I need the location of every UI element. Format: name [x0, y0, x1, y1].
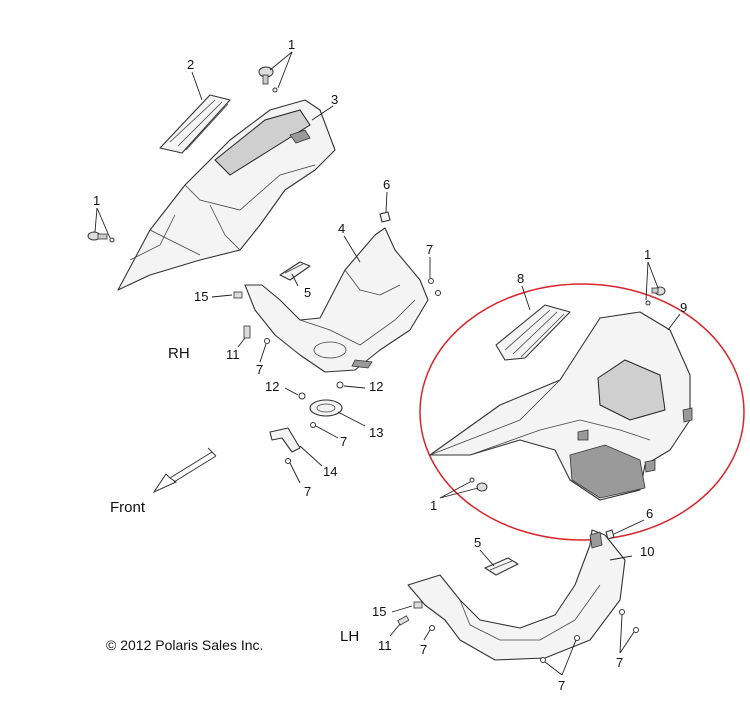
callout-7: 7: [304, 484, 311, 499]
grommet: [309, 399, 343, 417]
callout-3: 3: [331, 92, 338, 107]
push-rivet-bottom: [469, 477, 488, 492]
callout-7: 7: [558, 678, 565, 693]
push-rivet-left: [87, 231, 115, 243]
callout-7: 7: [420, 642, 427, 657]
screw: [429, 625, 435, 631]
callout-1: 1: [93, 193, 100, 208]
callout-2: 2: [187, 57, 194, 72]
callout-11: 11: [378, 638, 392, 653]
lower-side-panel-rh: [244, 227, 429, 373]
nut-lh: [605, 529, 615, 540]
side-label-rh: RH: [168, 345, 190, 362]
vent-grille-lh: [495, 304, 571, 361]
callout-7: 7: [256, 362, 263, 377]
callout-1: 1: [430, 498, 437, 513]
copyright-notice: © 2012 Polaris Sales Inc.: [106, 637, 263, 653]
mount-bracket: [269, 427, 301, 453]
lower-side-panel-lh: [407, 529, 626, 661]
screw: [574, 635, 580, 641]
clip-lh: [413, 601, 423, 609]
callout-7: 7: [616, 655, 623, 670]
side-label-lh: LH: [340, 628, 359, 645]
screw: [435, 290, 441, 296]
screw: [310, 422, 316, 428]
screw: [540, 657, 546, 663]
bracket-rh: [279, 261, 311, 281]
callout-15: 15: [372, 604, 386, 619]
leader-lines: [94, 51, 681, 676]
callout-6: 6: [646, 506, 653, 521]
callout-13: 13: [369, 425, 383, 440]
hood-panel-lh: [429, 311, 693, 501]
vent-grille-rh: [159, 94, 231, 154]
callout-7: 7: [340, 434, 347, 449]
callout-15: 15: [194, 289, 208, 304]
washer: [298, 392, 306, 400]
callout-10: 10: [640, 544, 654, 559]
push-rivet-right: [645, 286, 666, 306]
callout-1: 1: [644, 247, 651, 262]
callout-5: 5: [474, 535, 481, 550]
screw: [633, 627, 639, 633]
screw: [285, 458, 291, 464]
bracket-lh: [484, 557, 519, 576]
callout-numbers: 1 2 3 1 6 4 7 15 5 11 7 12 12 13 7 14 7 …: [93, 37, 687, 693]
callout-8: 8: [517, 271, 524, 286]
front-direction-arrow: [152, 447, 217, 494]
screw: [264, 338, 270, 344]
screw: [428, 278, 434, 284]
callout-14: 14: [323, 464, 337, 479]
nut-top: [379, 211, 391, 223]
callout-7: 7: [426, 242, 433, 257]
callout-9: 9: [680, 300, 687, 315]
washer: [336, 381, 344, 389]
fastener-11-rh: [243, 325, 251, 339]
callout-12: 12: [265, 379, 279, 394]
clip-rh: [233, 291, 243, 299]
callout-5: 5: [304, 285, 311, 300]
callout-4: 4: [338, 221, 345, 236]
callout-6: 6: [383, 177, 390, 192]
highlight-ellipse: [419, 283, 745, 541]
fastener-11-lh: [397, 615, 410, 626]
push-rivet-top: [258, 66, 278, 93]
callout-11: 11: [226, 347, 240, 362]
front-label: Front: [110, 499, 146, 516]
screw: [619, 609, 625, 615]
callout-1: 1: [288, 37, 295, 52]
callout-12: 12: [369, 379, 383, 394]
hood-panel-rh: [117, 99, 336, 291]
